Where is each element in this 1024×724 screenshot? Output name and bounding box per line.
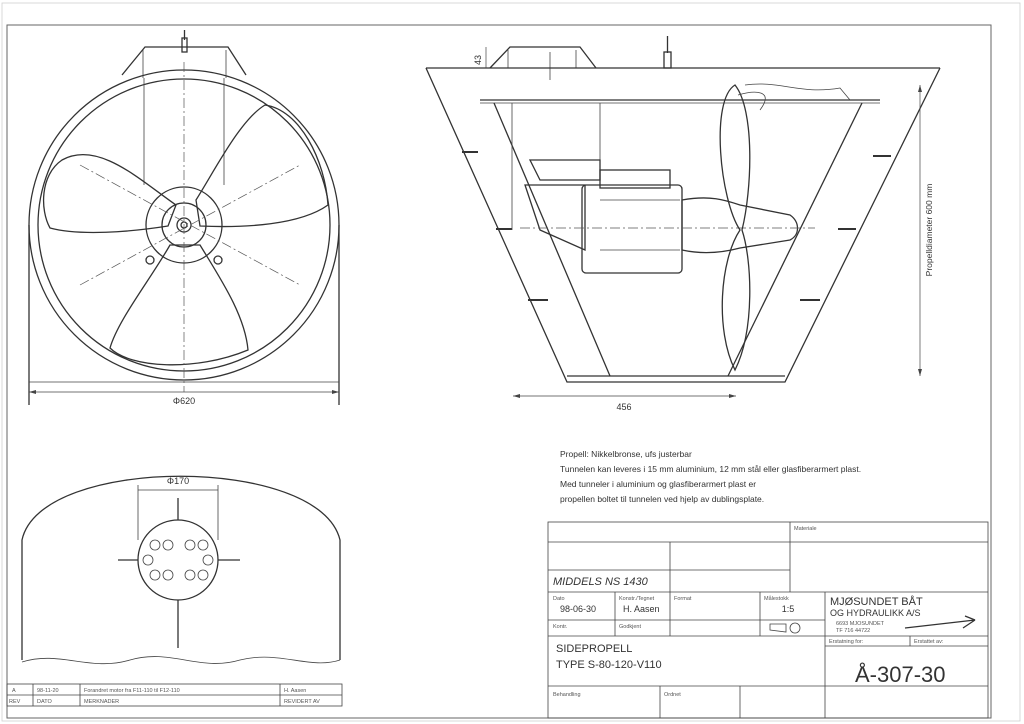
scale-value: 1:5: [782, 604, 795, 614]
bottom-flange: [137, 519, 219, 601]
replaced-by-label: Erstattet av:: [914, 639, 944, 645]
drawing-number: Å-307-30: [855, 662, 946, 687]
revision-note: Forandret motor fra F11-110 til F12-110: [84, 688, 180, 694]
bottom-diameter-label: Φ170: [167, 476, 189, 486]
motor-body: [581, 184, 683, 274]
title-line-1: SIDEPROPELL: [556, 643, 632, 655]
drawn-label: Konstr./Tegnet: [619, 596, 655, 602]
company-name-line2: OG HYDRAULIKK A/S: [830, 608, 921, 618]
revision-header-date: DATO: [37, 699, 52, 705]
side-width-label: 456: [616, 402, 631, 412]
handling-label: Behandling: [553, 692, 581, 698]
propeller-diameter-label: Propelldiameter 600 mm: [924, 184, 934, 277]
flange-height-label: 43: [473, 55, 483, 65]
title-block: Materiale MIDDELS NS 1430 Dato 98-06-30 …: [547, 521, 989, 719]
gear-housing: [681, 197, 799, 254]
note-line-2: Tunnelen kan leveres i 15 mm aluminium, …: [560, 464, 861, 474]
company-phone: TF 716 44722: [836, 628, 870, 634]
weld-marks: [462, 151, 891, 301]
date-label: Dato: [553, 596, 565, 602]
company-logo-arrow: [904, 615, 976, 629]
format-label: Format: [674, 596, 692, 602]
revision-header-note: MERKNADER: [84, 699, 119, 705]
side-view: 43: [425, 36, 941, 412]
revision-rev: A: [12, 688, 16, 694]
order-label: Ordnet: [664, 692, 681, 698]
blade-left: [42, 154, 177, 234]
standard-text: MIDDELS NS 1430: [553, 576, 649, 588]
propeller-side: [719, 84, 751, 372]
replaces-label: Erstatning for:: [829, 639, 864, 645]
front-diameter-label: Φ620: [173, 396, 195, 406]
drawn-value: H. Aasen: [623, 604, 660, 614]
scale-label: Målestokk: [764, 595, 789, 602]
company-name-line1: MJØSUNDET BÅT: [830, 595, 923, 608]
projection-symbol: [789, 622, 801, 634]
front-view: Φ620: [28, 30, 340, 406]
drawing-notes: Propell: Nikkelbronse, ufs justerbar Tun…: [560, 449, 861, 504]
checked-label: Kontr.: [553, 624, 568, 630]
revision-header-by: REVIDERT AV: [284, 699, 320, 705]
revision-date: 98-11-20: [37, 688, 59, 694]
note-line-1: Propell: Nikkelbronse, ufs justerbar: [560, 449, 692, 459]
bottom-view: Φ170: [21, 475, 341, 665]
date-value: 98-06-30: [560, 604, 596, 614]
title-line-2: TYPE S-80-120-V110: [556, 659, 662, 671]
note-line-4: propellen boltet til tunnelen ved hjelp …: [560, 494, 764, 504]
blade-right: [195, 104, 329, 228]
company-address: 6693 MJOSUNDET: [836, 621, 885, 627]
sheet-frame: [6, 24, 992, 719]
blade-bottom: [109, 244, 249, 366]
material-label: Materiale: [794, 526, 817, 532]
tunnel-outline: [425, 67, 941, 383]
note-line-3: Med tunneler i aluminium og glasfiberarm…: [560, 479, 756, 489]
revision-by: H. Aasen: [284, 688, 306, 694]
approved-label: Godkjent: [619, 624, 641, 630]
revision-header-rev: REV: [9, 699, 21, 705]
revision-table: A 98-11-20 Forandret motor fra F11-110 t…: [6, 683, 343, 707]
